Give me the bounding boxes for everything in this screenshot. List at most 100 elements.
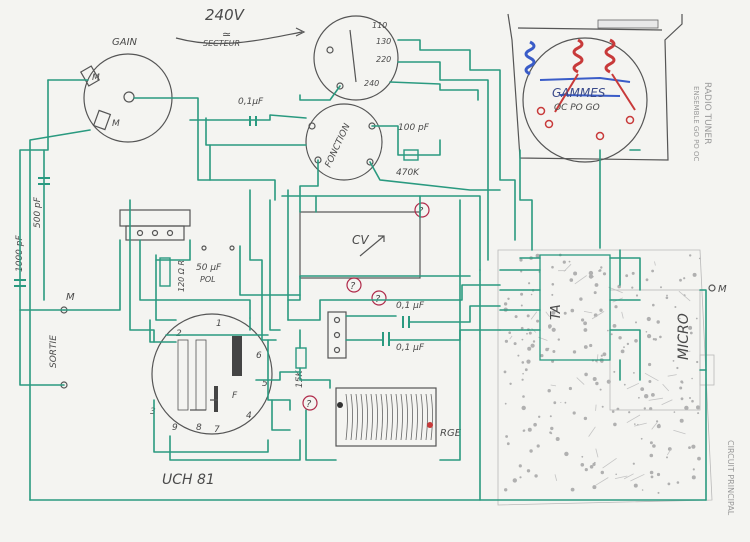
- pcb-pad: [652, 303, 655, 307]
- pcb-pad: [667, 482, 671, 486]
- pcb-pad: [651, 269, 654, 273]
- rge-winding-turn: [370, 393, 373, 441]
- ta-transformer: [539, 254, 611, 361]
- pcb-pad: [519, 476, 522, 479]
- pcb-pad: [648, 362, 652, 367]
- pcb-pad: [641, 489, 644, 491]
- pcb-pad: [503, 370, 507, 374]
- pcb-pad: [592, 377, 597, 381]
- pcb-pad: [615, 473, 617, 476]
- pcb-pad: [601, 405, 604, 408]
- pcb-pad: [656, 320, 660, 324]
- pcb-trace: [614, 475, 628, 479]
- pcb-pad: [689, 254, 692, 257]
- pcb-pad: [635, 294, 639, 297]
- pcb-pad: [547, 389, 551, 393]
- tube-pin-7: 7: [214, 425, 220, 435]
- pcb-pad: [677, 336, 680, 339]
- pcb-pad: [611, 410, 615, 413]
- pcb-pad: [536, 444, 540, 448]
- pcb-pad: [600, 266, 603, 269]
- pcb-pad: [551, 283, 555, 286]
- pcb-pad: [580, 463, 585, 467]
- pcb-pad: [633, 372, 635, 374]
- pcb-pad: [570, 308, 575, 313]
- pcb-pad: [551, 310, 556, 315]
- approx-sign: ≃: [222, 28, 231, 41]
- pcb-pad: [526, 359, 531, 364]
- pcb-trace: [623, 473, 634, 480]
- rge-winding-turn: [380, 393, 383, 441]
- pcb-pad: [572, 411, 576, 415]
- pcb-pad: [548, 326, 551, 329]
- pcb-trace: [666, 449, 672, 456]
- pcb-trace: [550, 384, 557, 387]
- tap-220: 220: [376, 55, 391, 64]
- rge-winding-turn: [415, 393, 418, 441]
- pcb-pad: [613, 422, 617, 427]
- pcb-pad: [527, 427, 532, 432]
- pcb-pad: [647, 334, 652, 339]
- pcb-trace: [588, 426, 596, 437]
- pcb-pad: [535, 253, 540, 258]
- pcb-pad: [517, 354, 520, 357]
- pcb-pad: [583, 321, 587, 326]
- pcb-pad: [689, 397, 691, 399]
- pcb-pad: [672, 360, 675, 362]
- pcb-pad: [688, 325, 693, 330]
- pcb-trace: [630, 473, 645, 482]
- pcb-pad: [583, 416, 588, 421]
- ta-label: TA: [549, 304, 564, 320]
- pcb-pad: [526, 314, 530, 318]
- tube-pin-4: 4: [246, 411, 252, 421]
- pcb-pad: [536, 319, 540, 323]
- pcb-trace: [545, 311, 550, 317]
- pcb-trace: [648, 397, 663, 401]
- pcb-pad: [679, 317, 681, 320]
- rge-winding-turn: [430, 393, 433, 441]
- pcb-pad: [512, 478, 517, 483]
- pcb-pad: [696, 405, 700, 410]
- rge-coil: RGE: [335, 387, 462, 447]
- gain-label: GAIN: [112, 37, 138, 48]
- pcb-pad: [506, 442, 510, 446]
- resistor-120-ohm: 120 Ω R: [159, 257, 186, 292]
- pcb-pad: [695, 317, 698, 320]
- pcb-pad: [633, 483, 638, 488]
- pcb-pad: [598, 269, 601, 272]
- pcb-pad: [600, 354, 603, 357]
- capacitor-500pF: 500 pF: [33, 177, 50, 228]
- pcb-pad: [649, 453, 654, 458]
- circuit-principal-label: CIRCUIT PRINCIPAL: [726, 440, 735, 516]
- pcb-pad: [522, 429, 526, 432]
- pcb-pad: [521, 338, 524, 341]
- radio-tuner-label: RADIO TUNER: [702, 82, 712, 144]
- pcb-pad: [679, 418, 684, 423]
- pcb-pad: [665, 296, 669, 300]
- fonction-label: FONCTION: [324, 122, 353, 169]
- pcb-pad: [563, 311, 567, 315]
- pcb-pad: [648, 380, 652, 383]
- pcb-pad: [602, 272, 607, 276]
- pcb-pad: [620, 349, 625, 354]
- cv-variable-capacitor: CV: [299, 211, 421, 279]
- pcb-trace: [563, 263, 572, 272]
- pcb-trace: [626, 382, 640, 390]
- pcb-pad: [572, 350, 577, 354]
- pcb-pad: [514, 315, 518, 319]
- main-circuit-board: TA MICRO M CIRCUIT PRINCIPAL: [497, 249, 735, 516]
- pcb-trace: [583, 311, 593, 314]
- blue-coil: [524, 40, 536, 76]
- pcb-pad: [612, 324, 617, 328]
- pcb-pad: [593, 461, 596, 464]
- pcb-pad: [635, 321, 637, 324]
- pcb-trace: [651, 421, 658, 430]
- pcb-pad: [505, 435, 508, 438]
- pcb-pad: [684, 405, 689, 411]
- pcb-trace: [626, 414, 641, 424]
- pcb-pad: [680, 397, 684, 401]
- pcb-pad: [589, 343, 593, 348]
- pcb-pad: [691, 444, 696, 449]
- gammes-label: GAMMES: [552, 86, 606, 100]
